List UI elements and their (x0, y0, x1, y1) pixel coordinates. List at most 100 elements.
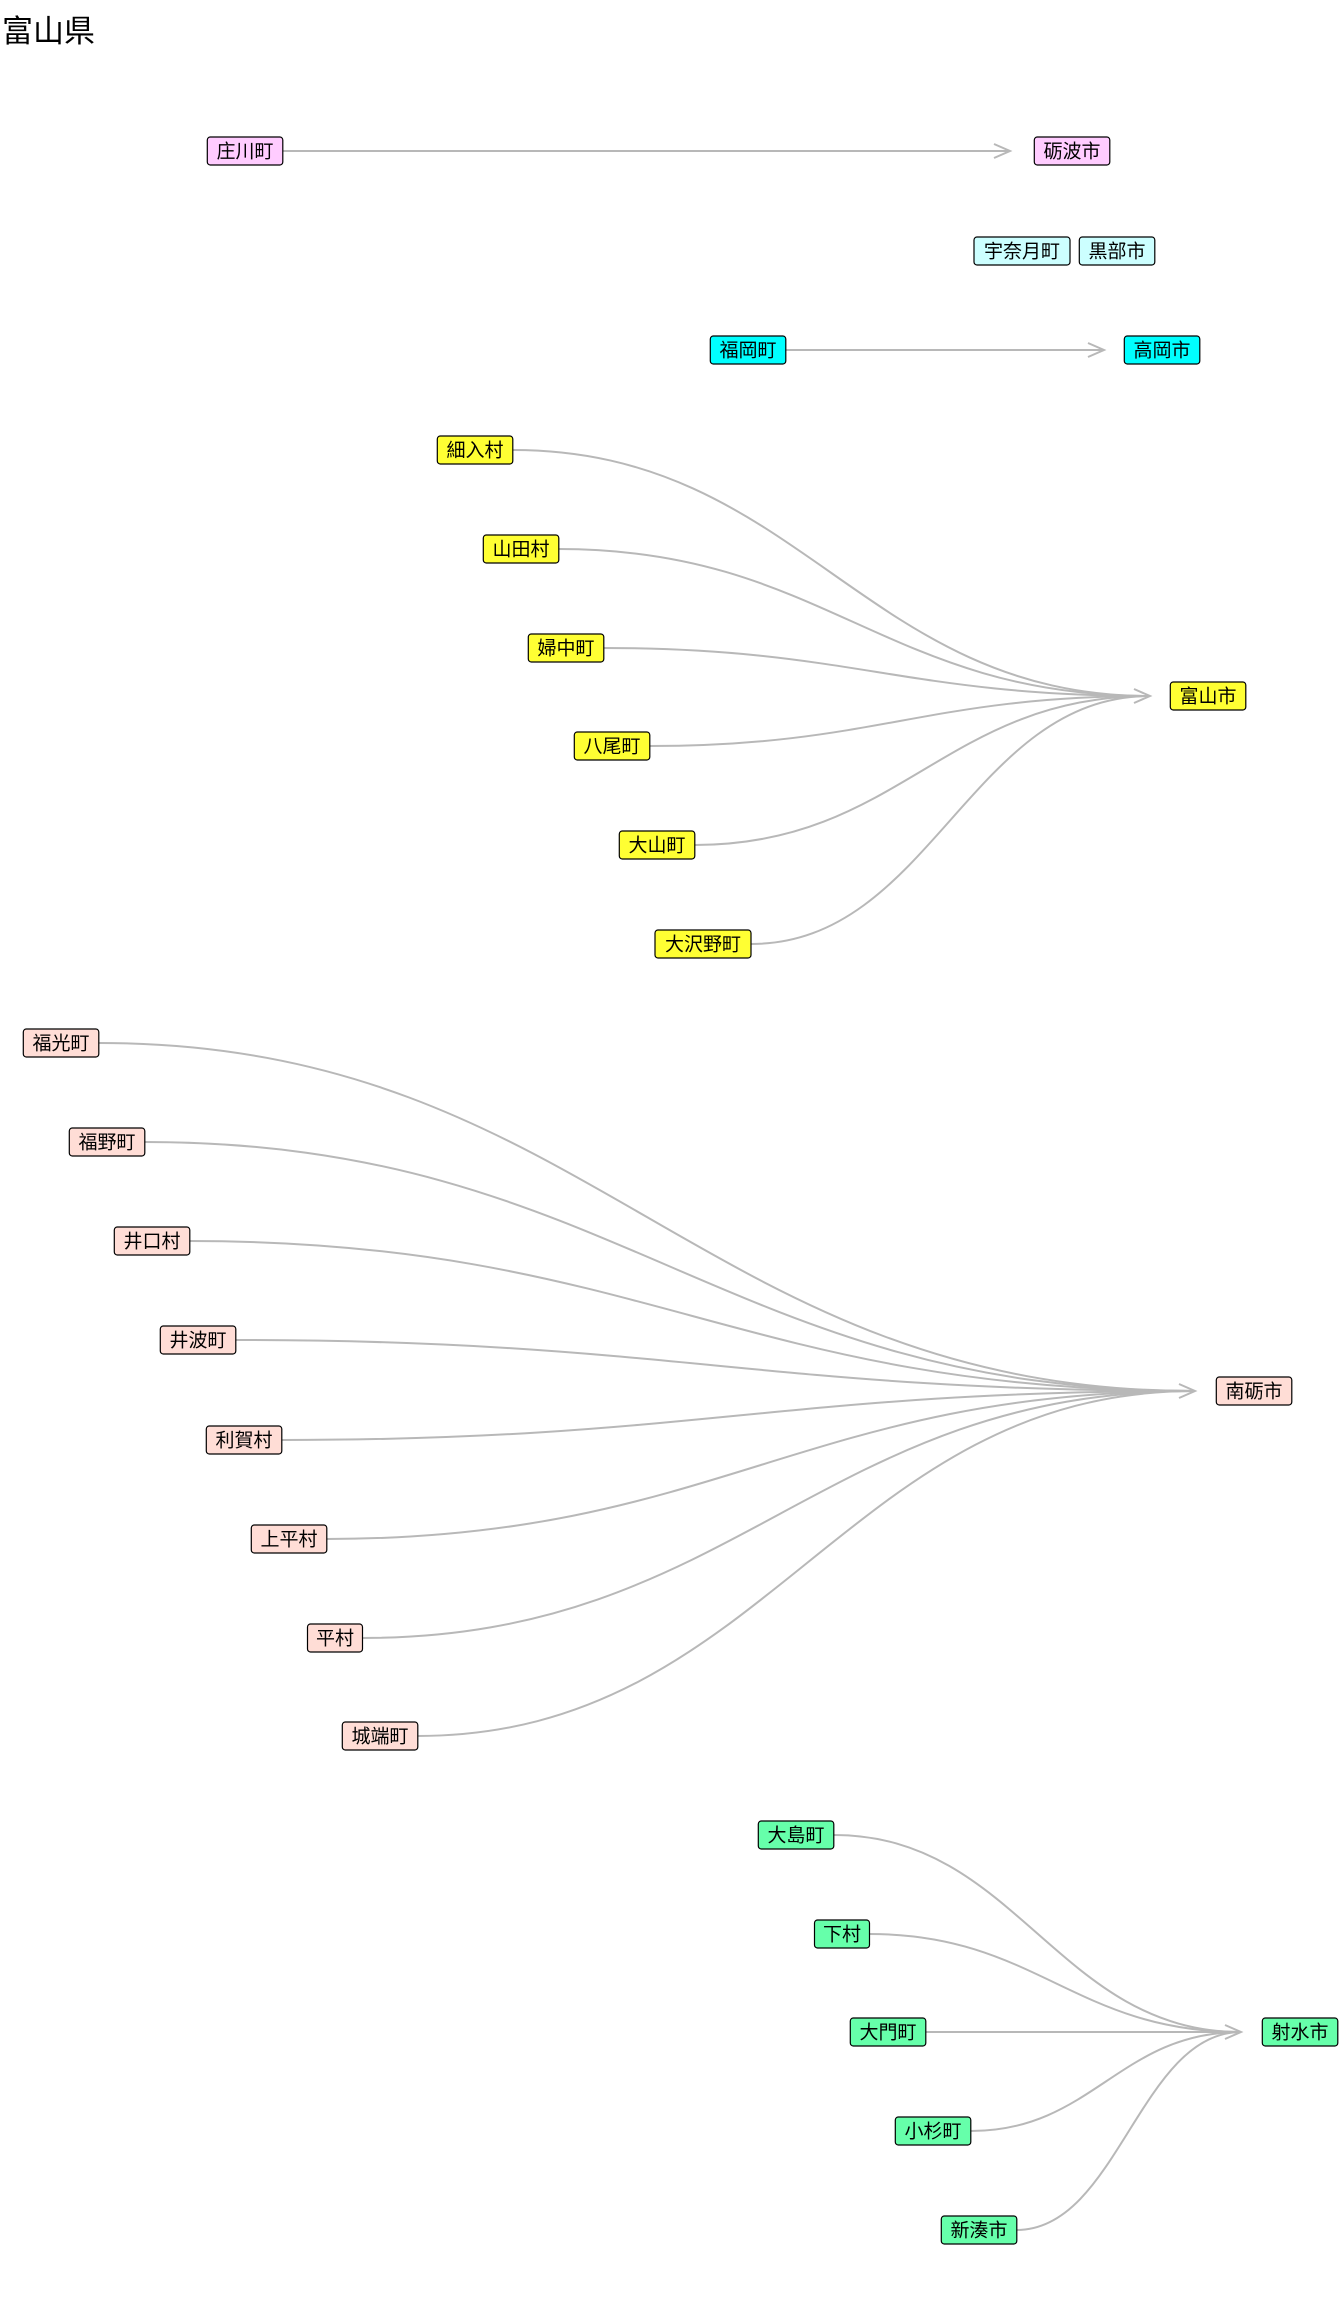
node-imizu-source-1-box (813, 1919, 871, 1949)
node-nanto-source-2: 井口村 (113, 1226, 191, 1256)
node-toyama-source-0: 細入村 (436, 435, 514, 465)
node-imizu-source-0-box (757, 1820, 835, 1850)
node-imizu-target: 射水市 (1261, 2017, 1339, 2047)
node-takaoka-target: 高岡市 (1123, 335, 1201, 365)
arrowhead-tonami (993, 143, 1013, 159)
node-toyama-source-1-box (482, 534, 560, 564)
edge-nanto-7 (417, 1390, 1196, 1737)
edges-layer (98, 143, 1244, 2231)
node-nanto-source-5-box (250, 1524, 328, 1554)
node-nanto-source-4: 利賀村 (205, 1425, 283, 1455)
node-toyama-source-2-box (527, 633, 605, 663)
node-nanto-source-0-box (22, 1028, 100, 1058)
node-imizu-source-2-box (849, 2017, 927, 2047)
node-nanto-target: 南砺市 (1215, 1376, 1293, 1406)
page-title: 富山県 (2, 14, 95, 50)
node-nanto-source-0-label: 福光町 (32, 1033, 89, 1055)
node-toyama-target-label: 富山市 (1179, 686, 1236, 708)
node-nanto-target-box (1215, 1376, 1293, 1406)
node-toyama-source-0-label: 細入村 (446, 440, 503, 462)
node-tonami-source-0: 庄川町 (206, 136, 284, 166)
edge-toyama-2 (603, 647, 1151, 697)
edge-nanto-5 (326, 1390, 1196, 1540)
node-nanto-source-0: 福光町 (22, 1028, 100, 1058)
edge-toyama-3 (649, 695, 1151, 747)
node-toyama-source-5-box (654, 929, 752, 959)
node-toyama-source-4: 大山町 (618, 830, 696, 860)
node-imizu-source-4-label: 新湊市 (950, 2220, 1007, 2242)
node-nanto-source-7: 城端町 (341, 1721, 419, 1751)
node-nanto-source-2-box (113, 1226, 191, 1256)
node-nanto-source-1-box (68, 1127, 146, 1157)
node-nanto-source-2-label: 井口村 (123, 1231, 180, 1253)
edge-toyama-0 (512, 449, 1151, 697)
node-imizu-source-3: 小杉町 (894, 2116, 972, 2146)
node-imizu-source-3-label: 小杉町 (904, 2121, 961, 2143)
node-toyama-source-5: 大沢野町 (654, 929, 752, 959)
node-tonami-target-label: 砺波市 (1043, 141, 1100, 163)
node-imizu-source-1: 下村 (813, 1919, 871, 1949)
edge-nanto-6 (362, 1390, 1196, 1639)
node-imizu-source-4: 新湊市 (940, 2215, 1018, 2245)
node-nanto-target-label: 南砺市 (1225, 1381, 1282, 1403)
node-nanto-source-5-label: 上平村 (260, 1529, 317, 1551)
node-toyama-source-2-label: 婦中町 (537, 638, 594, 660)
node-takaoka-target-label: 高岡市 (1133, 340, 1190, 362)
node-imizu-target-box (1261, 2017, 1339, 2047)
node-imizu-source-2: 大門町 (849, 2017, 927, 2047)
edge-nanto-0 (98, 1042, 1196, 1392)
node-nanto-source-7-label: 城端町 (351, 1726, 408, 1748)
edge-toyama-1 (558, 548, 1151, 697)
node-toyama-source-3-box (573, 731, 651, 761)
node-kurobe-source-0-box (973, 236, 1071, 266)
node-nanto-source-5: 上平村 (250, 1524, 328, 1554)
node-nanto-source-6-box (306, 1623, 364, 1653)
node-imizu-source-3-box (894, 2116, 972, 2146)
edge-imizu-4 (1016, 2031, 1242, 2231)
node-kurobe-source-0-label: 宇奈月町 (984, 241, 1060, 263)
node-imizu-source-2-label: 大門町 (859, 2022, 916, 2044)
node-nanto-source-1: 福野町 (68, 1127, 146, 1157)
node-nanto-source-7-box (341, 1721, 419, 1751)
node-nanto-source-3-box (159, 1325, 237, 1355)
arrowhead-imizu (1224, 2024, 1244, 2040)
node-toyama-source-5-label: 大沢野町 (665, 934, 741, 956)
node-kurobe-target-box (1078, 236, 1156, 266)
node-tonami-target-box (1033, 136, 1111, 166)
arrowhead-takaoka (1087, 342, 1107, 358)
node-tonami-source-0-box (206, 136, 284, 166)
edge-imizu-3 (970, 2031, 1242, 2132)
edge-toyama-5 (750, 695, 1151, 945)
edge-nanto-3 (235, 1339, 1196, 1392)
node-kurobe-source-0: 宇奈月町 (973, 236, 1071, 266)
node-tonami-source-0-label: 庄川町 (216, 141, 273, 163)
node-nanto-source-6: 平村 (306, 1623, 364, 1653)
node-toyama-source-4-box (618, 830, 696, 860)
edge-nanto-1 (144, 1141, 1196, 1392)
node-imizu-source-4-box (940, 2215, 1018, 2245)
node-nanto-source-3: 井波町 (159, 1325, 237, 1355)
edge-nanto-4 (281, 1390, 1196, 1441)
node-takaoka-source-0-box (709, 335, 787, 365)
node-nanto-source-3-label: 井波町 (169, 1330, 226, 1352)
edge-nanto-2 (189, 1240, 1196, 1392)
edge-imizu-0 (833, 1834, 1242, 2033)
node-imizu-source-0: 大島町 (757, 1820, 835, 1850)
node-toyama-target: 富山市 (1169, 681, 1247, 711)
node-nanto-source-4-label: 利賀村 (215, 1430, 272, 1452)
arrowhead-nanto (1178, 1383, 1198, 1399)
node-toyama-target-box (1169, 681, 1247, 711)
node-toyama-source-3: 八尾町 (573, 731, 651, 761)
node-kurobe-target-label: 黒部市 (1088, 241, 1145, 263)
node-toyama-source-1-label: 山田村 (492, 539, 549, 561)
node-imizu-target-label: 射水市 (1271, 2022, 1328, 2044)
node-takaoka-target-box (1123, 335, 1201, 365)
edge-toyama-4 (694, 695, 1151, 846)
node-nanto-source-6-label: 平村 (316, 1628, 354, 1650)
node-nanto-source-1-label: 福野町 (78, 1132, 135, 1154)
node-imizu-source-1-label: 下村 (823, 1924, 861, 1946)
node-takaoka-source-0: 福岡町 (709, 335, 787, 365)
node-toyama-source-2: 婦中町 (527, 633, 605, 663)
